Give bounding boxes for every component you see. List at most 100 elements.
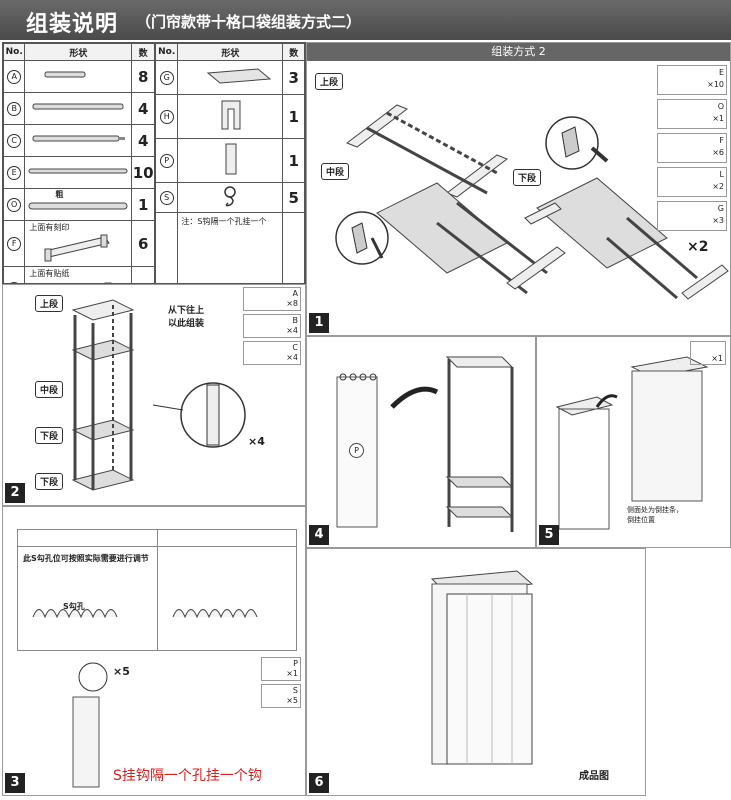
part-count: 3 — [282, 60, 305, 95]
step4-diagram — [336, 356, 514, 532]
assembly-instruction: 从下往上 以此组装 — [168, 306, 205, 329]
label-low: 下段 — [513, 169, 542, 186]
step-number: 1 — [309, 313, 329, 333]
sidebar-item: L×2 — [657, 167, 727, 197]
times-four: ×4 — [248, 435, 265, 448]
sidebar-item: F×6 — [657, 133, 727, 163]
step5-diagram — [555, 356, 709, 530]
step3-panel: 此S勾孔位可按照实际需要进行调节 S勾孔 ×5 S挂钩隔一个孔挂一个钩 P×1 … — [2, 506, 306, 796]
part-count: 6 — [131, 220, 155, 267]
page-subtitle: （门帘款带十格口袋组装方式二） — [136, 13, 362, 31]
step1-title-bar: 组装方式 2 — [307, 43, 730, 61]
times-two: ×2 — [687, 239, 709, 255]
hook-grid — [17, 529, 297, 651]
part-letter: A — [7, 69, 22, 84]
side-note: 侧面处为倒挂条，倒挂位置 — [627, 506, 683, 524]
step-number: 5 — [539, 525, 559, 545]
sticker-note: 上面有贴纸 — [29, 269, 70, 278]
rod-icon — [28, 168, 128, 174]
sidebar-item: E×10 — [657, 65, 727, 95]
sidebar-item: O×1 — [657, 99, 727, 129]
s-hook-icon — [224, 186, 237, 207]
table-row: L 上面有贴纸 2 — [3, 266, 155, 283]
table-row: A 8 — [3, 60, 155, 93]
hanger-bracket-icon — [221, 100, 241, 130]
part-count: 1 — [282, 94, 305, 139]
step2-panel: 上段 中段 下段 下段 从下往上 以此组装 ×4 A×8 B×4 C×4 2 — [2, 284, 306, 506]
part-count: 1 — [282, 138, 305, 183]
label-low-1: 下段 — [35, 427, 64, 444]
sidebar-item: S×5 — [261, 684, 301, 708]
times-five: ×5 — [113, 665, 130, 678]
col-shape: 形状 — [24, 43, 133, 61]
sidebar-item: A×8 — [243, 287, 301, 311]
curtain-icon — [225, 143, 237, 175]
step-number: 3 — [5, 773, 25, 793]
finished-caption: 成品图 — [579, 771, 609, 782]
part-letter: S — [159, 190, 174, 205]
connector-icon — [104, 282, 112, 283]
hook-instruction-red: S挂钩隔一个孔挂一个钩 — [113, 768, 262, 784]
col-count: 数 — [282, 43, 305, 61]
part-marker: P — [349, 443, 364, 458]
rod-icon — [32, 135, 126, 142]
connector-icon — [44, 234, 111, 262]
label-mid: 中段 — [35, 381, 64, 398]
step2-diagram — [71, 299, 246, 491]
step4-panel: P 4 — [306, 336, 536, 548]
parts-box: ×1 — [690, 341, 726, 365]
col-no: No. — [154, 43, 179, 61]
part-count: 4 — [131, 92, 155, 125]
shelf-board-icon — [207, 68, 272, 84]
thick-note: 粗 — [55, 190, 64, 199]
sidebar-item: P×1 — [261, 657, 301, 681]
part-letter: H — [159, 109, 174, 124]
sidebar-item: C×4 — [243, 341, 301, 365]
sidebar-item: B×4 — [243, 314, 301, 338]
col-no: No. — [3, 43, 26, 61]
table-row: S 5 — [154, 182, 305, 213]
part-count: 5 — [282, 182, 305, 213]
col-shape: 形状 — [177, 43, 284, 61]
label-top: 上段 — [315, 73, 344, 90]
table-row: 注：S钩隔一个孔挂一个 — [154, 212, 305, 283]
part-count: 10 — [131, 156, 155, 189]
parts-table-right: No. 形状 数 G 3 H 1 P 1 S 5 注：S钩隔一个孔挂一个 — [154, 43, 305, 283]
step1-diagram — [335, 104, 729, 300]
page-header: 组装说明 （门帘款带十格口袋组装方式二） — [0, 0, 731, 40]
table-row: P 1 — [154, 138, 305, 183]
step-number: 4 — [309, 525, 329, 545]
col-count: 数 — [131, 43, 155, 61]
part-letter: O — [7, 197, 22, 212]
part-letter: E — [7, 165, 22, 180]
step6-panel: 成品图 6 — [306, 548, 646, 796]
label-top: 上段 — [35, 295, 64, 312]
table-row: E 10 — [3, 156, 155, 189]
finished-wardrobe — [430, 570, 534, 765]
part-letter: F — [7, 236, 22, 251]
step2-parts-sidebar: A×8 B×4 C×4 — [243, 287, 301, 365]
step3-diagram — [32, 609, 258, 788]
parts-table-left: No. 形状 数 A 8 B 4 C 4 E 10 O 粗 1 — [3, 43, 155, 283]
part-letter: G — [159, 70, 174, 85]
hook-hole-label: S勾孔 — [63, 602, 85, 611]
part-count: 1 — [131, 188, 155, 221]
part-count: 8 — [131, 60, 155, 93]
table-row: F 上面有刻印 6 — [3, 220, 155, 267]
step5-panel: ×1 侧面处为倒挂条，倒挂位置 5 — [536, 336, 731, 548]
part-letter: B — [7, 101, 22, 116]
rod-icon — [44, 71, 86, 78]
adjust-note: 此S勾孔位可按照实际需要进行调节 — [23, 554, 149, 563]
step3-parts-sidebar: P×1 S×5 — [261, 657, 301, 708]
part-count: 2 — [131, 266, 155, 283]
table-row: C 4 — [3, 124, 155, 157]
sidebar-item: G×3 — [657, 201, 727, 231]
rod-icon — [28, 202, 128, 210]
parts-table-panel: No. 形状 数 A 8 B 4 C 4 E 10 O 粗 1 — [2, 42, 306, 284]
part-letter: C — [7, 133, 22, 148]
rod-icon — [32, 103, 124, 110]
part-count: 4 — [131, 124, 155, 157]
table-row: G 3 — [154, 60, 305, 95]
part-letter: P — [159, 153, 174, 168]
step1-parts-sidebar: E×10 O×1 F×6 L×2 G×3 — [657, 65, 727, 231]
